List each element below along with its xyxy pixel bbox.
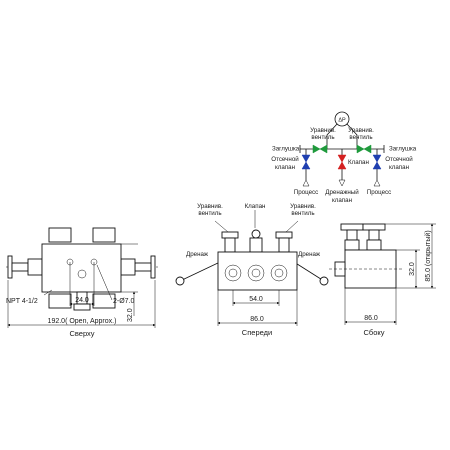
front-view-caption: Спереди: [242, 328, 272, 337]
top-view-caption: Сверху: [69, 329, 94, 338]
gauge-symbol: ΔP: [338, 118, 346, 124]
drain-left-label: Дренаж: [186, 251, 209, 258]
front-valve-label: Клапан: [245, 203, 266, 210]
side-dim-height-open: 85.0 (открытый): [424, 230, 432, 281]
front-valve-left-icon: [221, 231, 239, 253]
label-line: вентиль: [291, 210, 314, 217]
process-right-label: Процесс: [367, 189, 391, 196]
front-equalize-right-label: Уравнив.вентиль: [290, 203, 316, 217]
drain-right-icon: [319, 276, 329, 286]
label-line: Уравнив.: [348, 127, 374, 134]
dim-holes: 2-Ø7.0: [113, 298, 135, 305]
side-valve-left-icon: [340, 223, 364, 251]
side-dim-height: 32.0: [409, 262, 416, 276]
side-view: 85.0 (открытый) 32.0 86.0 Сбоку: [329, 223, 436, 337]
top-view-body: [41, 243, 122, 293]
equalize-valve-left-icon: [312, 144, 328, 154]
differential-pressure-gauge-icon: ΔP: [334, 111, 350, 127]
front-dim-outer: 86.0: [250, 316, 264, 323]
shutoff-valve-left-icon: [301, 154, 311, 170]
side-valve-right-icon: [362, 223, 386, 251]
side-view-caption: Сбоку: [364, 328, 385, 337]
label-line: вентиль: [311, 134, 334, 141]
equalize-valve-right-icon: [356, 144, 372, 154]
label-line: Уравнив.: [310, 127, 336, 134]
front-dim-inner: 54.0: [249, 296, 263, 303]
front-equalize-left-label: Уравнив.вентиль: [197, 203, 223, 217]
label-line: вентиль: [349, 134, 372, 141]
label-line: клапан: [389, 164, 409, 171]
schematic-valve-label: Клапан: [348, 159, 369, 166]
process-right-arrow-icon: [373, 179, 381, 187]
shutoff-valve-right-icon: [372, 154, 382, 170]
dim-height: 32.0: [127, 308, 134, 322]
label-line: Дренажный: [325, 189, 359, 196]
top-valve-right-upper-icon: [92, 227, 116, 243]
label-line: Уравнив.: [197, 203, 223, 210]
dim-overall: 192.0( Open, Approx.): [48, 318, 117, 325]
label-line: клапан: [332, 197, 352, 204]
front-view-body: [217, 251, 298, 291]
top-view: NPT 4-1/2 24.0 2-Ø7.0 32.0 192.0( Open, …: [6, 227, 158, 338]
label-line: Уравнив.: [290, 203, 316, 210]
drain-valve-icon: [337, 154, 347, 170]
handle-left-icon: [7, 255, 13, 279]
side-dim-width: 86.0: [364, 315, 378, 322]
top-valve-left-upper-icon: [48, 227, 72, 243]
schematic-diagram: ΔP За: [271, 111, 417, 204]
handle-right-icon: [150, 255, 156, 279]
label-line: Отсечной: [271, 156, 299, 163]
label-line: Отсечной: [385, 156, 413, 163]
process-left-label: Процесс: [294, 189, 318, 196]
drain-left-icon: [175, 276, 185, 286]
plug-right-label: Заглушка: [389, 146, 417, 153]
drain-arrow-icon: [338, 179, 346, 187]
label-line: вентиль: [198, 210, 221, 217]
drain-right-label: Дренаж: [298, 251, 321, 258]
schematic-equalize-right-label: Уравнив.вентиль: [348, 127, 374, 141]
thread-label: NPT 4-1/2: [6, 298, 38, 305]
label-line: клапан: [275, 164, 295, 171]
front-valve-right-icon: [275, 231, 293, 253]
front-view: Уравнив.вентиль Клапан Уравнив.вентиль Д…: [175, 203, 329, 337]
schematic-equalize-left-label: Уравнив.вентиль: [310, 127, 336, 141]
process-left-arrow-icon: [302, 179, 310, 187]
front-valve-center-icon: [249, 229, 263, 253]
plug-left-label: Заглушка: [272, 146, 300, 153]
dim-spacing: 24.0: [75, 297, 89, 304]
